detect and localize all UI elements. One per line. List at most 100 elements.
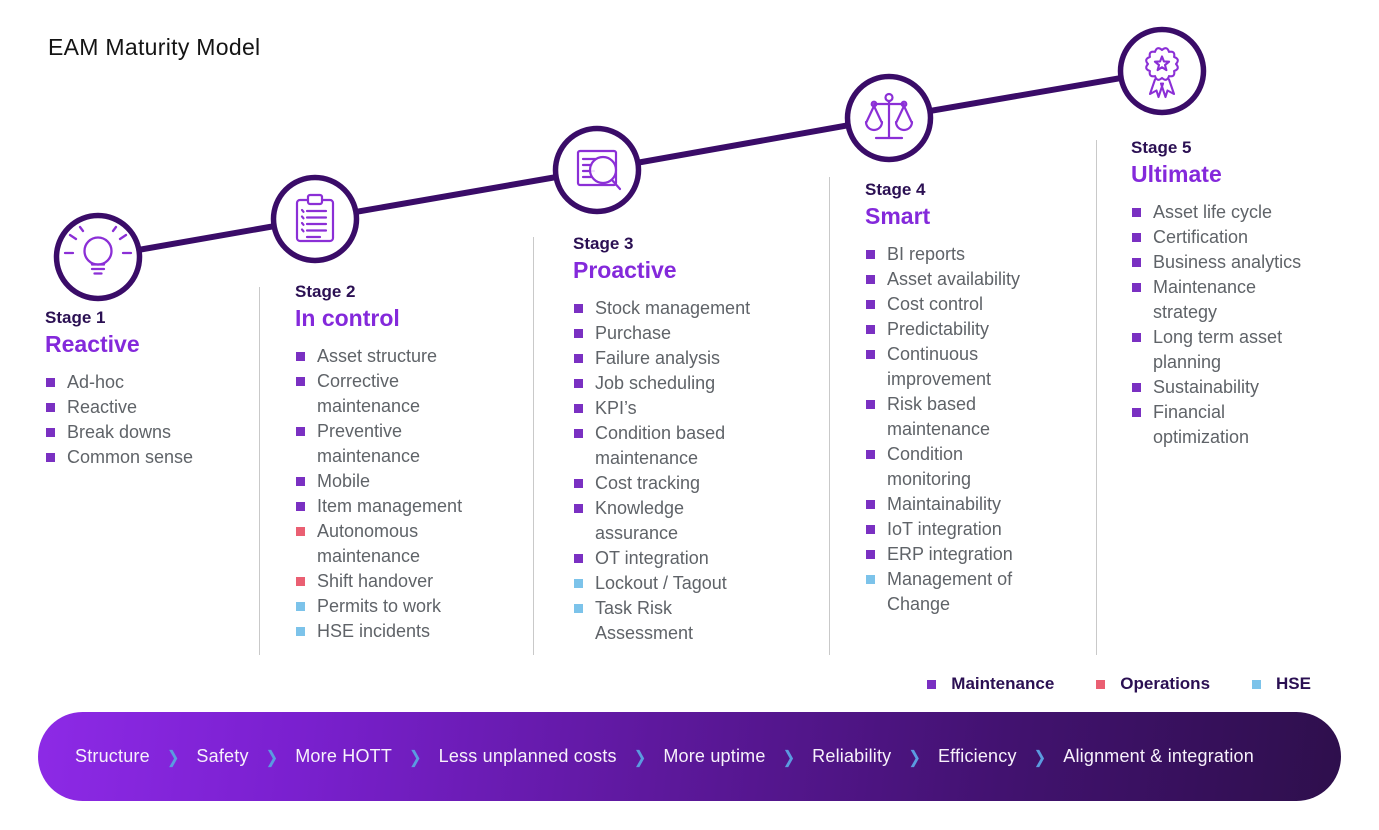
chevron-right-icon: ❯ xyxy=(908,747,921,767)
bullet-square-icon xyxy=(574,404,583,413)
stage-name: In control xyxy=(295,305,400,331)
list-item: Shift handover xyxy=(295,569,477,594)
list-item-text: Ad-hoc xyxy=(67,372,125,392)
list-item: BI reports xyxy=(865,242,1049,267)
maintenance-swatch-icon xyxy=(927,679,937,689)
list-item: Cost control xyxy=(865,292,1049,317)
list-item-text: Knowledge assurance xyxy=(595,498,685,543)
bullet-square-icon xyxy=(1132,208,1141,217)
bullet-square-icon xyxy=(866,275,875,284)
bullet-square-icon xyxy=(866,525,875,534)
bullet-square-icon xyxy=(866,250,875,259)
list-item: Reactive xyxy=(45,395,245,420)
list-item: Financial optimization xyxy=(1131,400,1317,450)
list-item-text: Condition based maintenance xyxy=(595,423,726,468)
bullet-square-icon xyxy=(1132,383,1141,392)
list-item-text: Task Risk Assessment xyxy=(595,598,694,643)
list-item: Continuous improvement xyxy=(865,342,1049,392)
list-item: Predictability xyxy=(865,317,1049,342)
list-item-text: Shift handover xyxy=(317,571,434,591)
bullet-square-icon xyxy=(574,429,583,438)
stage-name: Ultimate xyxy=(1131,161,1222,187)
banner-term: Efficiency xyxy=(937,746,1017,766)
bullet-square-icon xyxy=(574,304,583,313)
list-item: Task Risk Assessment xyxy=(573,596,765,646)
column-divider xyxy=(829,177,830,655)
bullet-square-icon xyxy=(46,453,55,462)
column-divider xyxy=(1096,140,1097,655)
stage1-circle xyxy=(53,212,143,302)
benefits-banner: Structure❯Safety❯More HOTT❯Less unplanne… xyxy=(38,712,1341,801)
bullet-square-icon xyxy=(296,627,305,636)
list-item-text: Mobile xyxy=(317,471,371,491)
list-item-text: Business analytics xyxy=(1153,252,1302,272)
list-item: Permits to work xyxy=(295,594,477,619)
bullet-square-icon xyxy=(1132,233,1141,242)
stage-name: Smart xyxy=(865,203,931,229)
bullet-square-icon xyxy=(296,502,305,511)
bullet-square-icon xyxy=(296,427,305,436)
list-item-text: Item management xyxy=(317,496,463,516)
page-title: EAM Maturity Model xyxy=(48,34,261,60)
list-item: Corrective maintenance xyxy=(295,369,477,419)
legend-item-maintenance: Maintenance xyxy=(927,674,1054,694)
list-item-text: Corrective maintenance xyxy=(317,371,421,416)
bullet-square-icon xyxy=(866,550,875,559)
list-item: Risk based maintenance xyxy=(865,392,1049,442)
list-item: Condition based maintenance xyxy=(573,421,765,471)
list-item-text: Continuous improvement xyxy=(887,344,992,389)
list-item-text: Asset availability xyxy=(887,269,1021,289)
stage-name: Proactive xyxy=(573,257,677,283)
list-item-text: Break downs xyxy=(67,422,172,442)
list-item: Preventive maintenance xyxy=(295,419,477,469)
list-item-text: ERP integration xyxy=(887,544,1013,564)
bullet-square-icon xyxy=(574,604,583,613)
list-item: Management of Change xyxy=(865,567,1049,617)
chevron-right-icon: ❯ xyxy=(265,747,279,767)
list-item-text: Lockout / Tagout xyxy=(595,573,727,593)
list-item: OT integration xyxy=(573,546,765,571)
list-item-text: BI reports xyxy=(887,244,966,264)
list-item-text: Failure analysis xyxy=(595,348,721,368)
chevron-right-icon: ❯ xyxy=(782,747,796,767)
list-item: Common sense xyxy=(45,445,245,470)
bullet-square-icon xyxy=(46,428,55,437)
document-search-icon xyxy=(576,149,622,191)
list-item-text: Risk based maintenance xyxy=(887,394,991,439)
list-item: Purchase xyxy=(573,321,765,346)
list-item: Asset availability xyxy=(865,267,1049,292)
bullet-square-icon xyxy=(866,575,875,584)
bullet-square-icon xyxy=(574,479,583,488)
list-item-text: IoT integration xyxy=(887,519,1002,539)
bullet-square-icon xyxy=(296,602,305,611)
list-item-text: Cost control xyxy=(887,294,984,314)
list-item: Lockout / Tagout xyxy=(573,571,765,596)
list-item: Asset structure xyxy=(295,344,477,369)
list-item: Failure analysis xyxy=(573,346,765,371)
stage-label: Stage 5 xyxy=(1131,138,1192,157)
banner-term: Reliability xyxy=(812,746,892,766)
list-item: Maintainability xyxy=(865,492,1049,517)
bullet-square-icon xyxy=(866,500,875,509)
category-legend: Maintenance Operations HSE xyxy=(927,673,1311,695)
list-item: Business analytics xyxy=(1131,250,1317,275)
chevron-right-icon: ❯ xyxy=(1033,747,1047,767)
list-item: Maintenance strategy xyxy=(1131,275,1317,325)
bullet-square-icon xyxy=(574,579,583,588)
list-item: Sustainability xyxy=(1131,375,1317,400)
stage2-circle xyxy=(270,174,360,264)
list-item: Certification xyxy=(1131,225,1317,250)
banner-term: More HOTT xyxy=(295,746,393,766)
bullet-square-icon xyxy=(866,325,875,334)
list-item-text: Stock management xyxy=(595,298,751,318)
list-item: Stock management xyxy=(573,296,765,321)
bullet-square-icon xyxy=(866,400,875,409)
